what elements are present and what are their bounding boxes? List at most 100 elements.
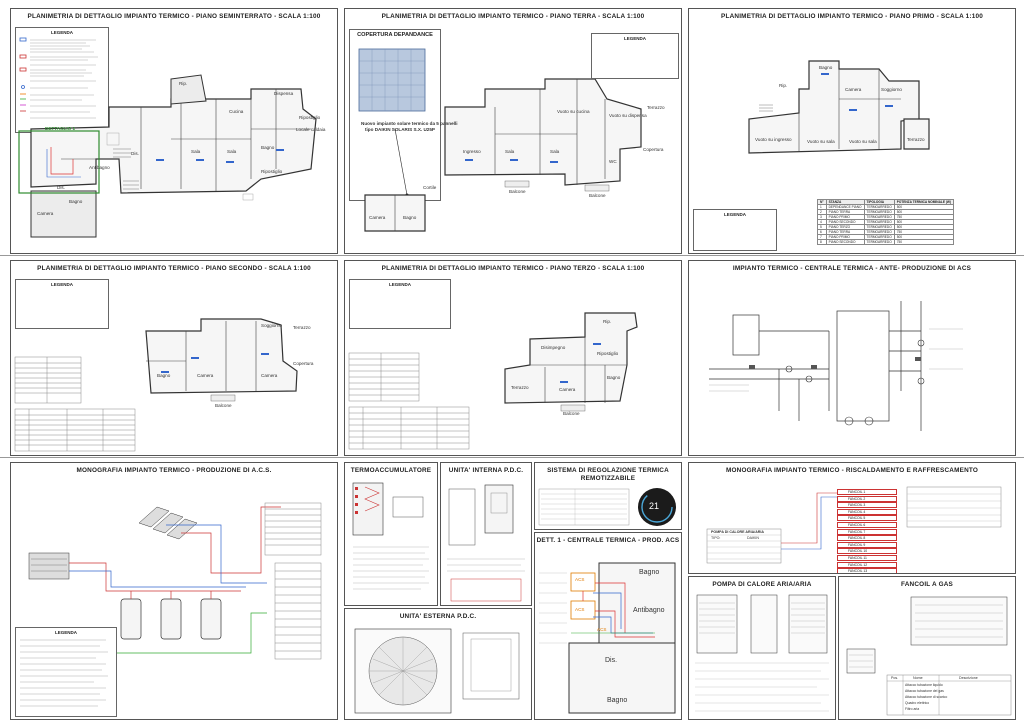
room-label: Camera: [197, 373, 214, 378]
floor-plan-seminterrato: [18, 74, 317, 238]
table-cell: TERMOARREDO: [863, 234, 895, 240]
room-label: Bagno: [607, 697, 628, 704]
heat-pump-drawing: [695, 594, 829, 712]
panel-termoaccumulatore: TERMOACCUMULATORE: [344, 462, 438, 606]
indoor-unit-drawing: [447, 484, 525, 602]
table-cell: DEPENDANCE PIANO: [825, 204, 865, 210]
table-cell: Attacco tubazione liquido: [905, 683, 943, 687]
room-label: Terrazzo: [293, 325, 311, 330]
tank-drawing: [352, 482, 429, 590]
room-label: Locale caldaia: [296, 127, 326, 132]
table-cell: TERMOARREDO: [863, 209, 895, 215]
fancoil-row: FANCOIL 1: [837, 489, 897, 495]
room-label: Ripostiglio: [597, 351, 619, 356]
room-label: Rip.: [179, 81, 188, 86]
radiator-tables: [14, 356, 136, 452]
floor-plan-secondo: [145, 318, 298, 402]
sheet-guide: [0, 457, 1024, 458]
room-label: Sala: [227, 149, 237, 154]
panel-monografia-acs: MONOGRAFIA IMPIANTO TERMICO - PRODUZIONE…: [10, 462, 338, 720]
room-label: Bagno: [157, 373, 171, 378]
room-label: Sala: [550, 149, 560, 154]
acs-tag: ACS: [575, 607, 585, 612]
table-header: Nome: [913, 676, 923, 680]
room-label: Dis.: [605, 657, 618, 664]
room-label: Soggiorno: [881, 87, 902, 92]
panel-piano-seminterrato: PLANIMETRIA DI DETTAGLIO IMPIANTO TERMIC…: [10, 8, 338, 254]
panel-title: MONOGRAFIA IMPIANTO TERMICO - RISCALDAME…: [725, 467, 979, 474]
fancoil-row: FANCOIL 4: [837, 508, 897, 515]
panel-title: UNITA' ESTERNA P.D.C.: [399, 613, 477, 620]
room-label: Rip.: [779, 83, 788, 88]
panel-regolazione: SISTEMA DI REGOLAZIONE TERMICA REMOTIZZA…: [534, 462, 682, 530]
fancoil-row: FANCOIL 8: [837, 535, 897, 542]
thermostat-display: 21: [649, 501, 660, 511]
room-label: Cortile: [423, 185, 437, 190]
table-cell: Attacco tubazione di scarico: [905, 695, 948, 699]
fancoil-row: FANCOIL 12: [837, 561, 897, 568]
room-label: Antibagno: [89, 165, 110, 170]
panel-title: PLANIMETRIA DI DETTAGLIO IMPIANTO TERMIC…: [381, 265, 645, 272]
panel-piano-secondo: PLANIMETRIA DI DETTAGLIO IMPIANTO TERMIC…: [10, 260, 338, 456]
table-cell: TERMOARREDO: [863, 229, 895, 235]
legend-box: LEGENDA: [15, 279, 109, 329]
legend-title: LEGENDA: [50, 282, 73, 287]
legend-box: LEGENDA: [349, 279, 451, 329]
legend-title: LEGENDA: [388, 282, 411, 287]
legend-box: LEGENDA: [693, 209, 777, 251]
room-label: Antibagno: [633, 607, 665, 614]
acs-tag: ACS: [575, 577, 585, 582]
room-label: Camera: [559, 387, 576, 392]
panel-piano-terzo: PLANIMETRIA DI DETTAGLIO IMPIANTO TERMIC…: [344, 260, 682, 456]
room-label: Bagno: [819, 65, 833, 70]
room-label: Copertura: [293, 361, 314, 366]
room-label: Bagno: [261, 145, 275, 150]
legend-title: LEGENDA: [723, 212, 746, 217]
table-cell: PIANO SECONDO: [825, 239, 865, 245]
panel-dettaglio-1: DETT. 1 - CENTRALE TERMICA - PROD. ACS B…: [534, 532, 682, 720]
floor-plan-primo: [748, 60, 930, 154]
table-cell: TERMOARREDO: [863, 204, 895, 210]
table-cell: 8: [817, 239, 827, 245]
detail-label: DETTAGLIO 1: [45, 126, 76, 131]
room-label: Sala: [191, 149, 201, 154]
fancoil-row: FANCOIL 13: [837, 568, 897, 573]
room-label: Camera: [845, 87, 862, 92]
panel-piano-primo: PLANIMETRIA DI DETTAGLIO IMPIANTO TERMIC…: [688, 8, 1016, 254]
panel-title: POMPA DI CALORE ARIA/ARIA: [712, 581, 812, 588]
room-label: Terrazzo: [907, 137, 925, 142]
acs-tag: ACS: [597, 627, 607, 632]
legend-box: LEGENDA: [15, 627, 117, 717]
solar-note: Nuovo impianto solare termico da 5 panne…: [361, 121, 458, 126]
legend-lines: [19, 37, 98, 119]
room-label: Bagno: [639, 569, 660, 576]
fancoil-schematic: [706, 486, 1002, 564]
room-label: Vuoto su sala: [807, 139, 835, 144]
room-label: WC: [609, 159, 617, 164]
table-header: Pos.: [891, 676, 899, 680]
room-label: Vuoto su sala: [849, 139, 877, 144]
sheet-guide: [0, 255, 1024, 256]
table-cell: TERMOARREDO: [863, 219, 895, 225]
room-label: Disimpegno: [541, 345, 566, 350]
panel-fancoil-gas: FANCOIL A GAS Pos. Nome Descrizione Atta…: [838, 576, 1016, 720]
room-label: Copertura: [643, 147, 664, 152]
panel-piano-terra: PLANIMETRIA DI DETTAGLIO IMPIANTO TERMIC…: [344, 8, 682, 254]
fancoil-gas-drawing: [846, 596, 1012, 716]
panel-title: PLANIMETRIA DI DETTAGLIO IMPIANTO TERMIC…: [37, 265, 311, 272]
table-cell: TERMOARREDO: [863, 214, 895, 220]
floor-plan-terzo: [348, 312, 638, 450]
room-label: Dispensa: [274, 91, 294, 96]
thermostat-drawing: [538, 488, 676, 526]
panel-pompa-di-calore: POMPA DI CALORE ARIA/ARIA: [688, 576, 836, 720]
room-label: Vuoto su dispensa: [609, 113, 647, 118]
panel-title: FANCOIL A GAS: [900, 581, 954, 588]
legend-title: LEGENDA: [54, 630, 77, 635]
room-label: Vuoto su cucina: [557, 109, 590, 114]
table-cell: Attacco tubazione del gas: [905, 689, 944, 693]
outdoor-unit-drawing: [354, 628, 520, 714]
table-cell: Filtro aria: [905, 707, 920, 711]
pdc-type-value: DAIKIN: [747, 536, 759, 540]
panel-title: TERMOACCUMULATORE: [350, 467, 432, 474]
